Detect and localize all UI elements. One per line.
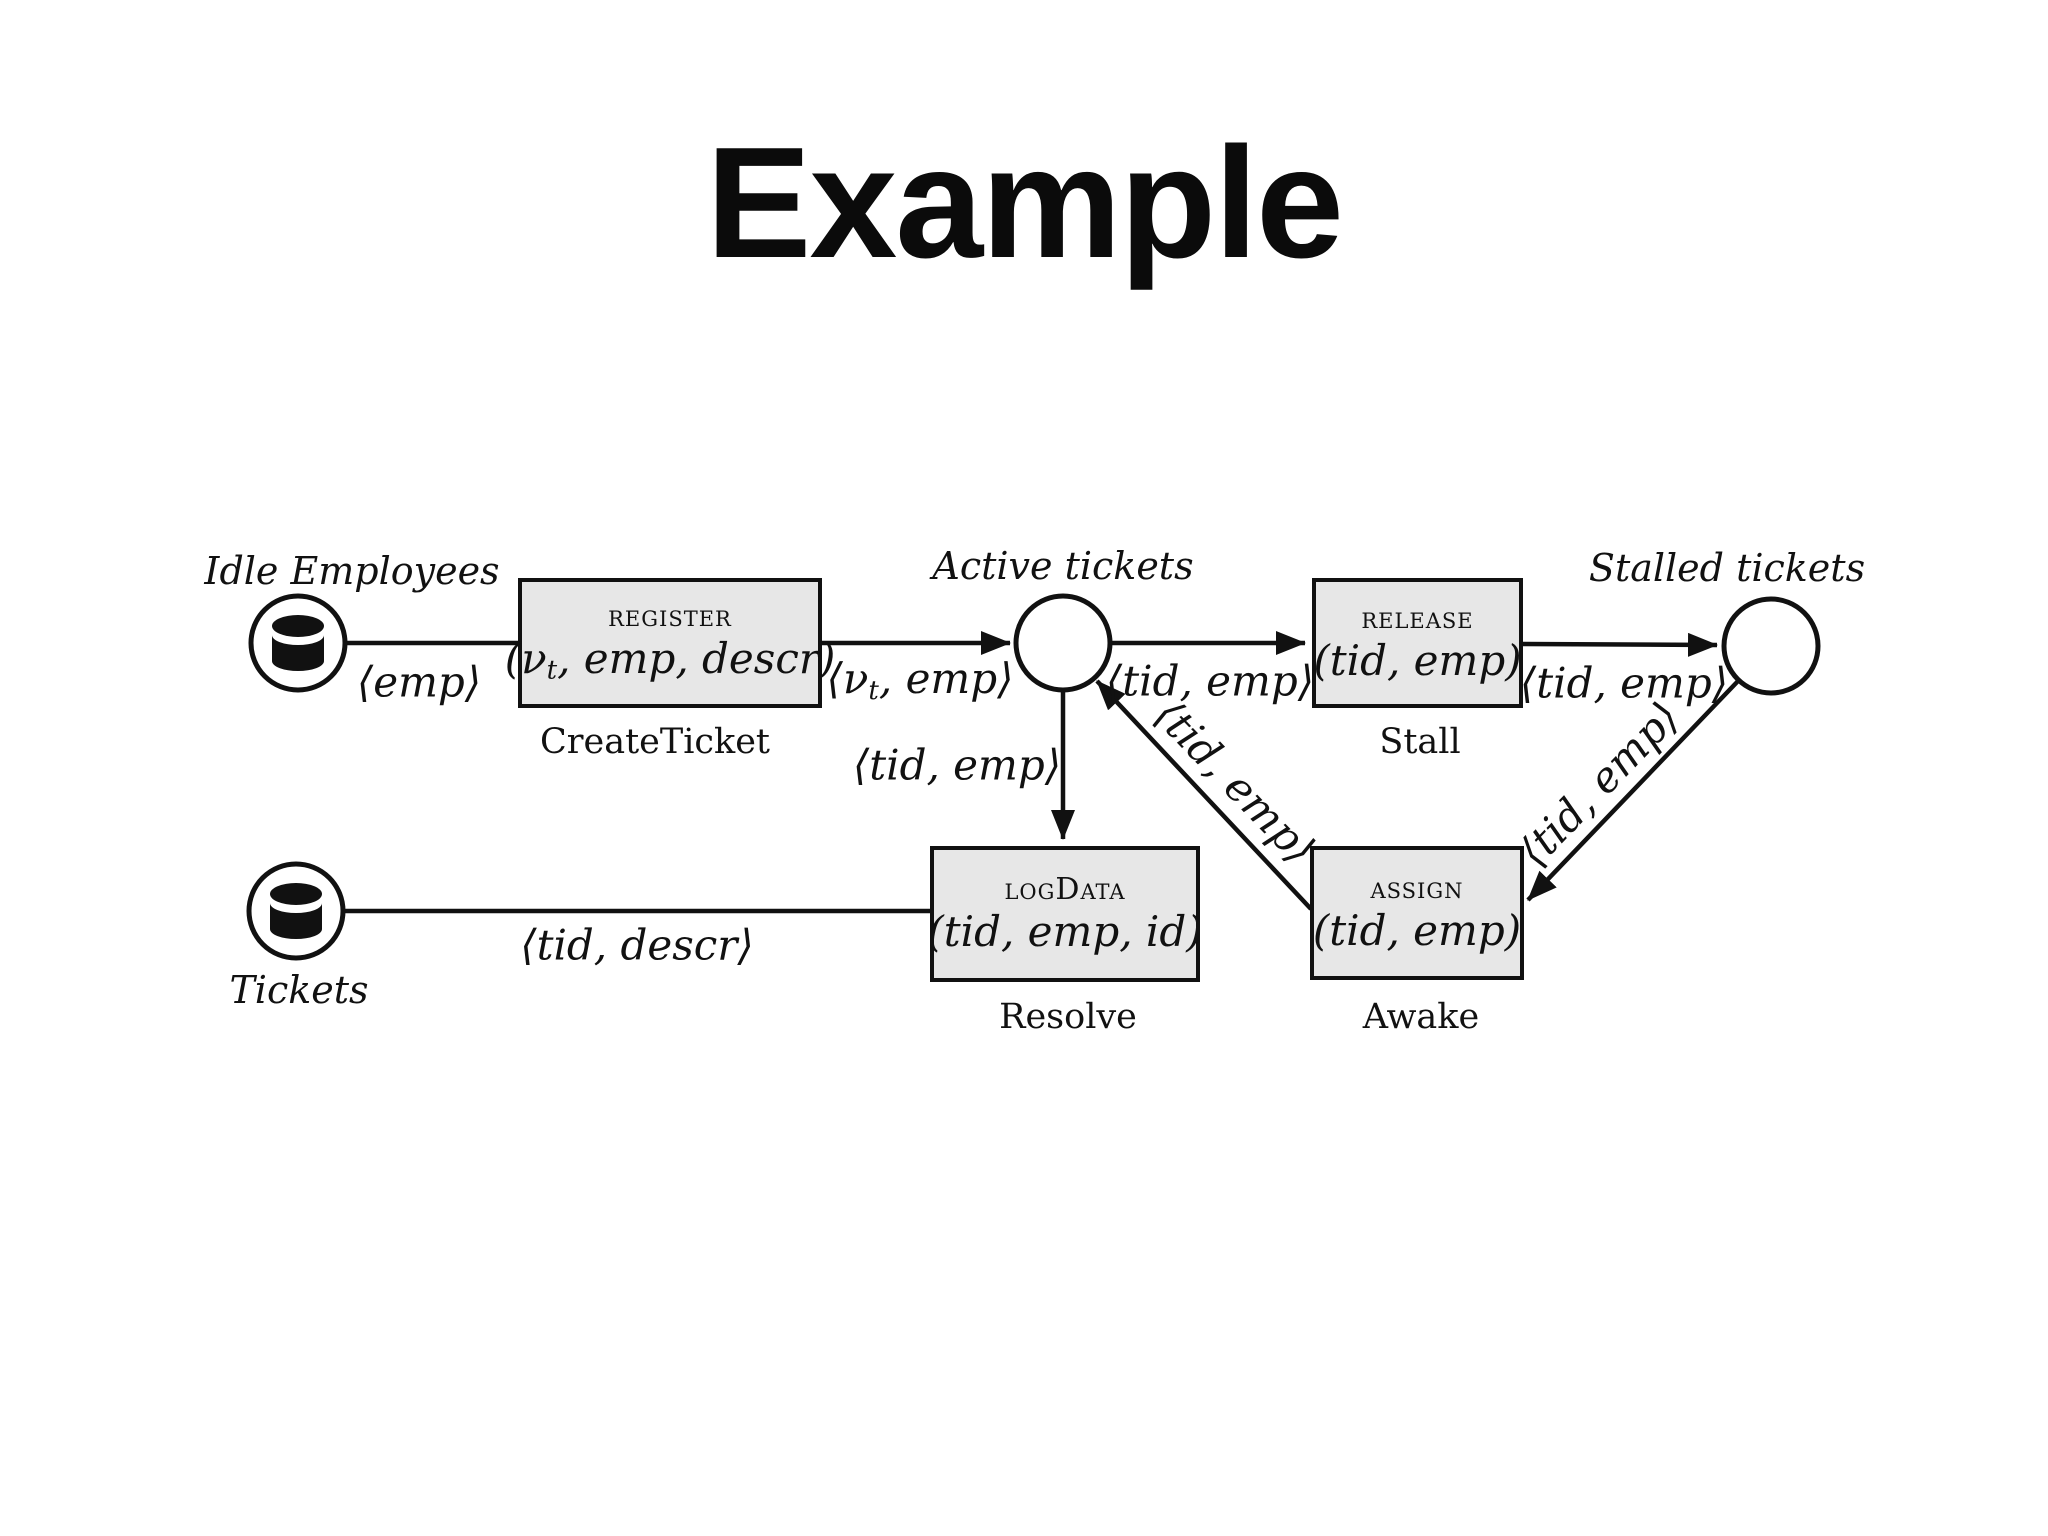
transition-logdata-name: logData: [1004, 872, 1126, 908]
label-tickets: Tickets: [229, 968, 369, 1012]
caption-awake: Awake: [1362, 997, 1480, 1037]
label-stalled-tickets: Stalled tickets: [1588, 546, 1866, 590]
transition-register: register (νt, emp, descr): [505, 578, 835, 708]
transition-assign-name: assign: [1370, 871, 1464, 907]
edge-label-nu-emp: ⟨νt, emp⟩: [826, 654, 1014, 706]
edge-label-tid-emp-active-release: ⟨tid, emp⟩: [1105, 656, 1315, 706]
place-idle-employees: [248, 593, 348, 693]
transition-assign-params: (tid, emp): [1312, 905, 1522, 955]
edge-release-to-stalled: [1522, 632, 1718, 657]
transition-assign: assign (tid, emp): [1310, 846, 1524, 980]
place-stalled-tickets: [1721, 596, 1821, 696]
transition-release: release (tid, emp): [1312, 578, 1523, 708]
database-icon: [272, 615, 324, 671]
label-active-tickets: Active tickets: [932, 544, 1194, 588]
database-icon: [270, 883, 322, 939]
transition-release-name: release: [1361, 601, 1474, 637]
edge-label-emp: ⟨emp⟩: [356, 657, 482, 707]
place-tickets: [246, 861, 346, 961]
edge-label-tid-emp-release-stalled: ⟨tid, emp⟩: [1519, 658, 1729, 708]
edge-label-tid-emp-active-logdata: ⟨tid, emp⟩: [852, 740, 1062, 790]
label-idle-employees: Idle Employees: [204, 549, 500, 593]
transition-logdata: logData (tid, emp, id): [927, 846, 1203, 982]
edge-assign-to-active: [1095, 679, 1313, 911]
caption-create-ticket: CreateTicket: [540, 722, 770, 762]
edge-stalled-to-assign: [1526, 678, 1741, 902]
transition-register-params: (νt, emp, descr): [504, 633, 836, 686]
caption-resolve: Resolve: [999, 997, 1137, 1037]
edge-label-tid-descr: ⟨tid, descr⟩: [520, 920, 754, 970]
place-active-tickets: [1013, 593, 1113, 693]
caption-stall: Stall: [1379, 722, 1461, 762]
transition-release-params: (tid, emp): [1313, 635, 1522, 685]
page-title: Example: [706, 115, 1344, 291]
transition-register-name: register: [608, 599, 732, 635]
transition-logdata-params: (tid, emp, id): [927, 906, 1203, 956]
